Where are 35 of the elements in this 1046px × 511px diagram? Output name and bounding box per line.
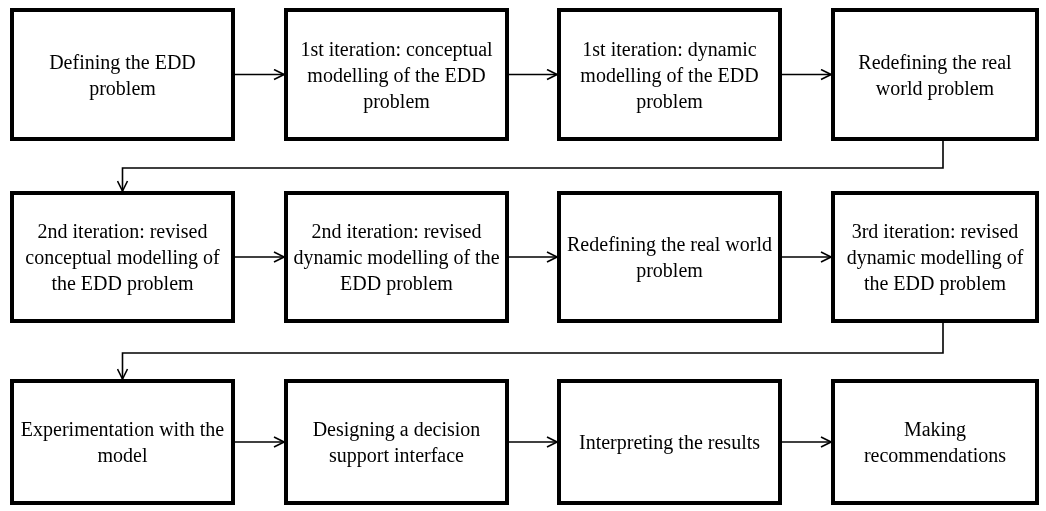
step-text: 1st iteration: dynamic modelling of the EDD problem — [579, 36, 760, 114]
step-text: 2nd iteration: revised conceptual modelling of the EDD problem — [24, 219, 221, 296]
arrow — [234, 436, 285, 448]
arrow — [508, 68, 558, 81]
step-text: Making recommendations — [862, 417, 1008, 468]
process-box — [10, 379, 235, 505]
process-box — [831, 8, 1039, 141]
process-box — [10, 191, 235, 323]
process-box — [557, 191, 782, 323]
arrow — [234, 68, 285, 81]
step-text: Redefining the real world problem — [566, 232, 773, 283]
process-box — [831, 191, 1039, 323]
step-text: Experimentation with the model — [19, 417, 226, 468]
arrow — [781, 68, 832, 81]
process-box — [557, 8, 782, 141]
process-box — [284, 379, 509, 505]
step-text: Defining the EDD problem — [48, 49, 197, 101]
step-text: Interpreting the results — [578, 430, 761, 455]
step-text: 3rd iteration: revised dynamic modelling of the EDD problem — [845, 219, 1025, 296]
arrow — [781, 251, 832, 263]
arrow — [116, 140, 944, 192]
process-box — [284, 8, 509, 141]
step-text: 1st iteration: conceptual modelling of the EDD problem — [299, 36, 494, 114]
step-text: Redefining the real world problem — [857, 49, 1013, 101]
arrow — [781, 436, 832, 448]
step-text: Designing a decision support interface — [311, 417, 482, 468]
process-box — [284, 191, 509, 323]
step-text: 2nd iteration: revised dynamic modelling of the EDD problem — [292, 219, 501, 296]
process-box — [10, 8, 235, 141]
arrow — [508, 436, 558, 448]
arrow — [234, 251, 285, 263]
arrow — [116, 322, 944, 380]
arrow — [508, 251, 558, 263]
process-box — [831, 379, 1039, 505]
process-box — [557, 379, 782, 505]
